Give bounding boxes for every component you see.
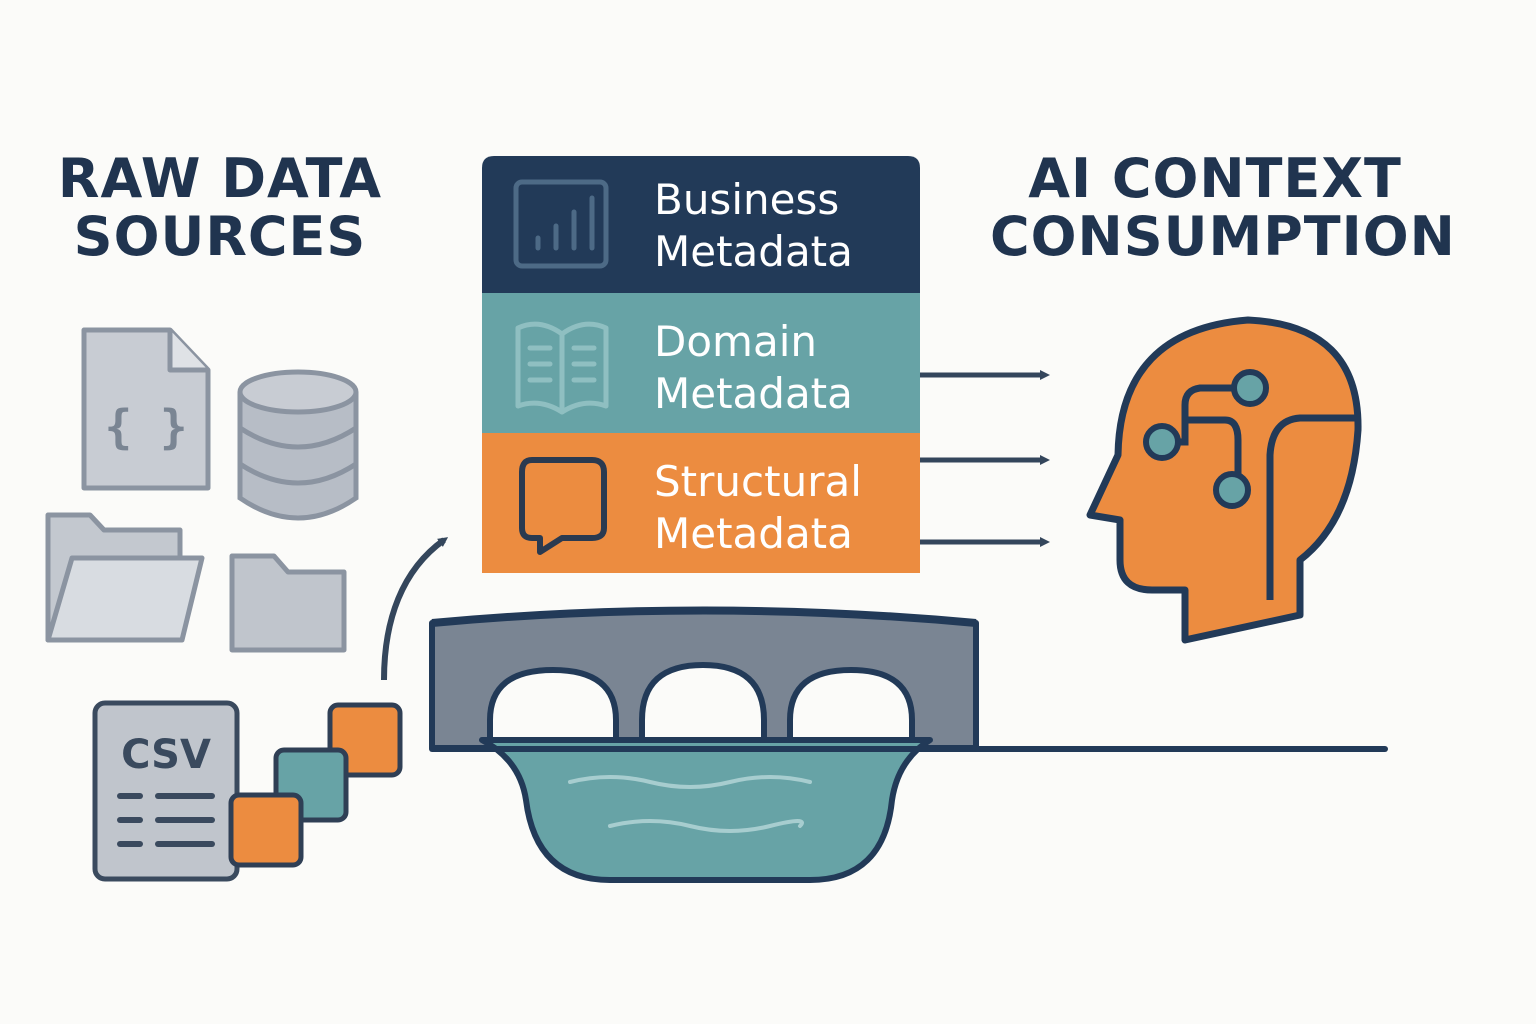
heading-line: AI CONTEXT xyxy=(1028,147,1402,210)
heading-line: SOURCES xyxy=(73,205,367,268)
circuit-node xyxy=(1213,471,1251,509)
folder-icon xyxy=(229,553,347,653)
layer-title: Structural xyxy=(654,457,862,506)
database-icon xyxy=(237,369,359,521)
open-folder-icon xyxy=(45,512,205,643)
open-book-icon xyxy=(515,321,609,415)
metadata-stack: Business Metadata Domain Metadata Struct… xyxy=(482,156,920,573)
layer-title: Business xyxy=(654,175,839,224)
svg-text:{ }: { } xyxy=(104,400,187,454)
business-metadata-layer xyxy=(482,156,920,293)
curved-arrow-icon xyxy=(381,537,449,681)
layer-title: Domain xyxy=(654,317,817,366)
circuit-node xyxy=(1143,423,1181,461)
bar-chart-icon xyxy=(513,179,609,269)
ai-head-icon xyxy=(1086,316,1362,644)
ai-context-consumption-heading: AI CONTEXT CONSUMPTION xyxy=(990,147,1456,268)
raw-data-sources-heading: RAW DATA SOURCES xyxy=(40,150,400,266)
river-icon xyxy=(479,737,933,883)
circuit-node xyxy=(1231,369,1269,407)
csv-file-icon: CSV xyxy=(92,700,240,882)
structural-metadata-layer xyxy=(482,433,920,573)
data-blocks xyxy=(228,702,403,868)
layer-subtitle: Metadata xyxy=(654,509,853,558)
heading-line: CONSUMPTION xyxy=(990,205,1456,268)
bridge-icon xyxy=(429,606,979,751)
layer-subtitle: Metadata xyxy=(654,369,853,418)
speech-bubble-icon xyxy=(519,457,607,555)
context-arrows xyxy=(920,370,1050,547)
layer-subtitle: Metadata xyxy=(654,227,853,276)
heading-line: RAW DATA xyxy=(57,147,383,210)
json-file-icon: { } xyxy=(81,327,211,491)
csv-label: CSV xyxy=(121,732,211,778)
